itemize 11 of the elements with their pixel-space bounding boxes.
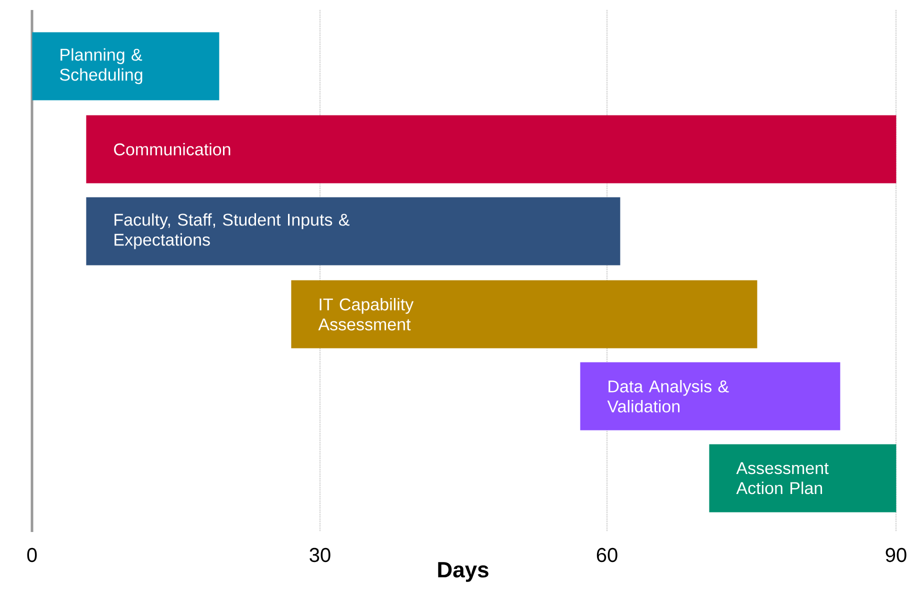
tick-label: 60 xyxy=(596,548,618,562)
tick-label: 90 xyxy=(886,548,906,562)
task-bar: Planning & Scheduling xyxy=(32,32,220,100)
task-bar: Assessment Action Plan xyxy=(709,444,896,512)
task-bar: IT Capability Assessment xyxy=(291,280,758,348)
axis-title: Days xyxy=(438,562,488,582)
task-bar: Communication xyxy=(86,115,896,184)
tick-label: 0 xyxy=(27,548,37,562)
task-bar: Faculty, Staff, Student Inputs & Expectations xyxy=(86,197,620,266)
tick-label: 30 xyxy=(310,548,330,562)
task-bar: Data Analysis & Validation xyxy=(580,362,840,430)
